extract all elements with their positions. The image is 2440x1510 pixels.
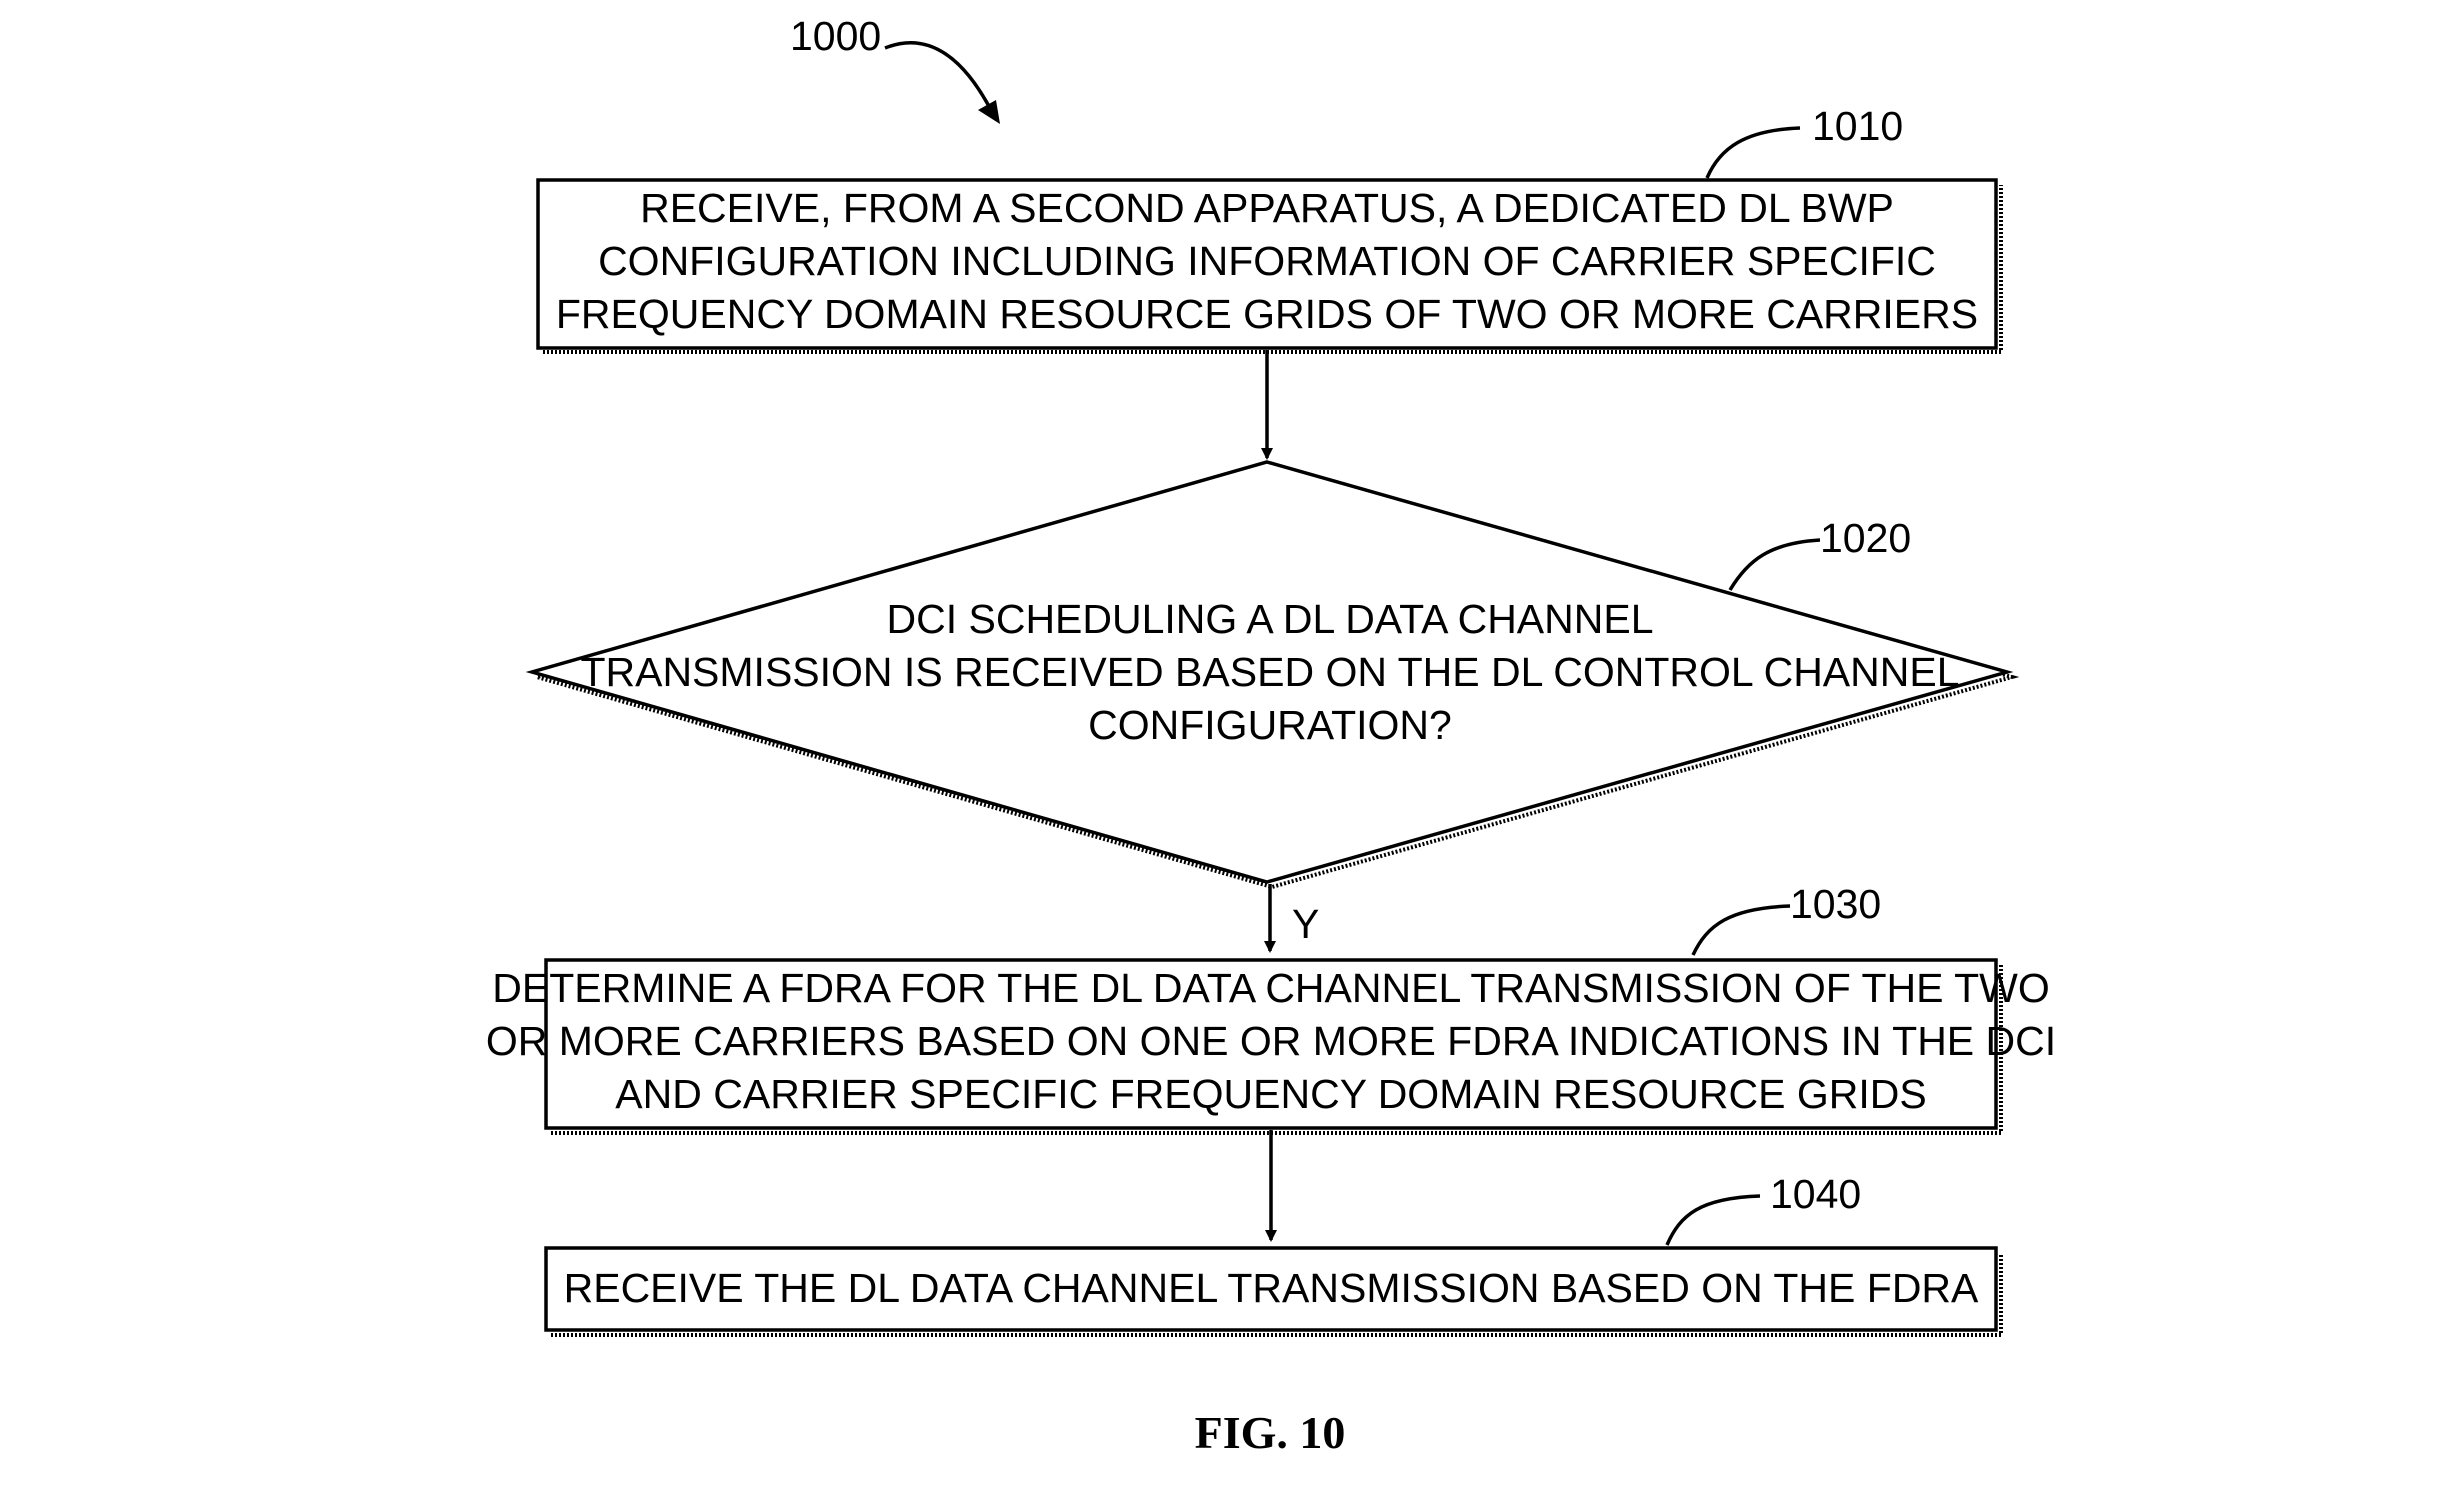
step-1030-line-1: DETERMINE A FDRA FOR THE DL DATA CHANNEL… [492,965,2049,1011]
step-1040-ref-leader [1665,1194,1761,1246]
figure-ref-arrowhead [978,100,1000,124]
step-1040-line-1: RECEIVE THE DL DATA CHANNEL TRANSMISSION… [564,1265,1979,1311]
figure-ref-arrow [884,41,994,113]
step-1020-line-3: CONFIGURATION? [1088,702,1452,748]
step-1010-line-3: FREQUENCY DOMAIN RESOURCE GRIDS OF TWO O… [556,291,1978,337]
step-1010-line-1: RECEIVE, FROM A SECOND APPARATUS, A DEDI… [640,185,1894,231]
step-1020-ref: 1020 [1820,515,1911,561]
step-1030-determine-fdra: DETERMINE A FDRA FOR THE DL DATA CHANNEL… [486,958,2056,1135]
step-1010-ref: 1010 [1812,103,1903,149]
step-1020-line-1: DCI SCHEDULING A DL DATA CHANNEL [886,596,1653,642]
figure-caption: FIG. 10 [1195,1407,1346,1458]
step-1010-ref-leader [1705,126,1801,179]
step-1030-ref: 1030 [1790,881,1881,927]
step-1040-ref: 1040 [1770,1171,1861,1217]
step-1020-decision: DCI SCHEDULING A DL DATA CHANNEL TRANSMI… [525,460,2020,890]
step-1010-line-2: CONFIGURATION INCLUDING INFORMATION OF C… [598,238,1936,284]
step-1030-line-2: OR MORE CARRIERS BASED ON ONE OR MORE FD… [486,1018,2056,1064]
step-1010-receive-config: RECEIVE, FROM A SECOND APPARATUS, A DEDI… [536,178,2003,354]
figure-ref-label: 1000 [790,13,881,59]
step-1020-ref-leader [1728,538,1821,591]
step-1030-ref-leader [1691,904,1791,956]
step-1030-line-3: AND CARRIER SPECIFIC FREQUENCY DOMAIN RE… [615,1071,1926,1117]
edge-1020-to-1030-label: Y [1292,901,1319,947]
step-1020-line-2: TRANSMISSION IS RECEIVED BASED ON THE DL… [580,649,1959,695]
step-1040-receive-transmission: RECEIVE THE DL DATA CHANNEL TRANSMISSION… [544,1246,2003,1337]
